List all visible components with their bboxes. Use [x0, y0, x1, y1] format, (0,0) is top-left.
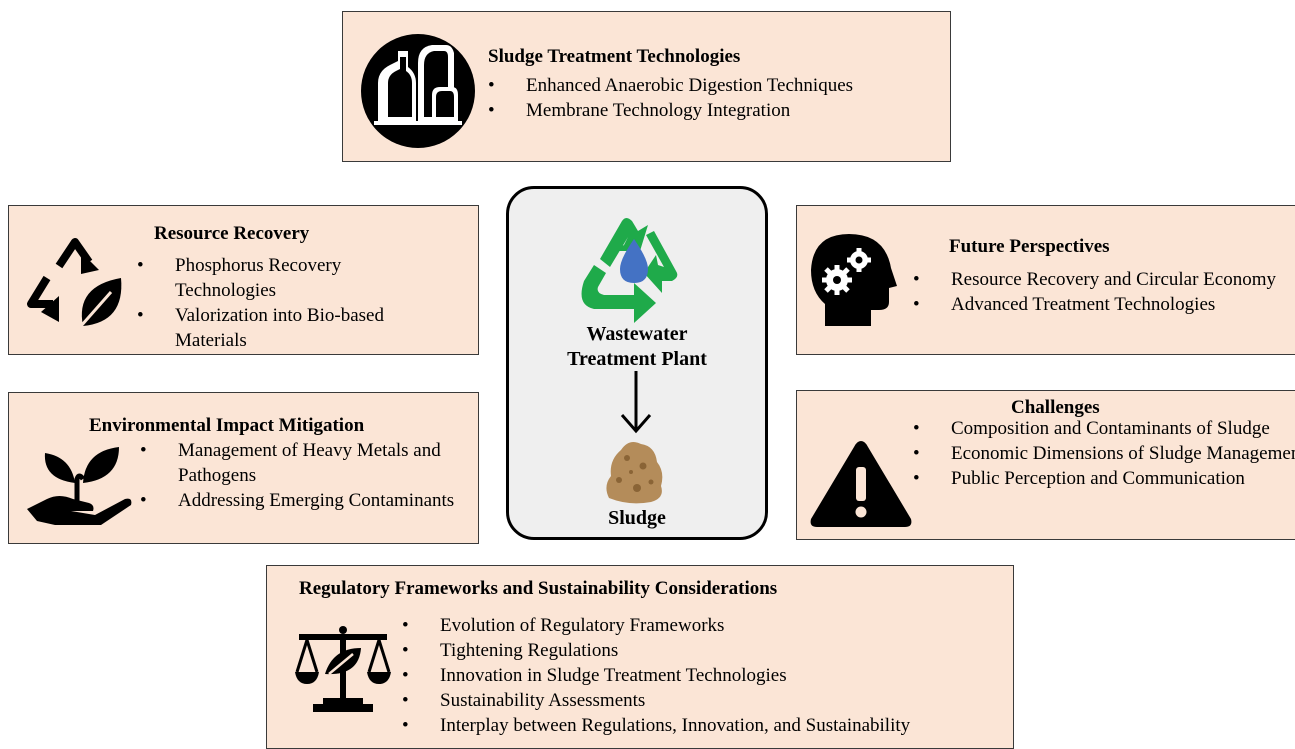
- list-item: Advanced Treatment Technologies: [913, 292, 1295, 317]
- warning-icon: [810, 441, 912, 527]
- list-item: Composition and Contaminants of Sludge: [913, 416, 1295, 441]
- environmental-impact-title: Environmental Impact Mitigation: [89, 415, 365, 436]
- list-item: Public Perception and Communication: [913, 466, 1295, 491]
- head-gears-icon: [811, 234, 897, 326]
- sludge-treatment-title: Sludge Treatment Technologies: [488, 46, 741, 67]
- list-item: Addressing Emerging Contaminants: [140, 488, 470, 513]
- factory-icon: [361, 34, 475, 148]
- recycle-water-icon: [581, 218, 678, 323]
- plant-label-line2: Treatment Plant: [567, 348, 707, 370]
- challenges-box: Challenges Composition and Contaminants …: [796, 390, 1295, 540]
- list-item: Sustainability Assessments: [402, 688, 1012, 713]
- list-item: Innovation in Sludge Treatment Technolog…: [402, 663, 1012, 688]
- regulatory-title: Regulatory Frameworks and Sustainability…: [299, 578, 778, 599]
- regulatory-list: Evolution of Regulatory Frameworks Tight…: [402, 613, 1012, 738]
- future-perspectives-title: Future Perspectives: [949, 236, 1110, 257]
- sludge-treatment-list: Enhanced Anaerobic Digestion Techniques …: [488, 73, 938, 123]
- resource-recovery-list: Phosphorus Recovery Technologies Valoriz…: [137, 253, 437, 353]
- environmental-impact-box: Environmental Impact Mitigation Manageme…: [8, 392, 479, 544]
- list-item: Tightening Regulations: [402, 638, 1012, 663]
- list-item: Phosphorus Recovery Technologies: [137, 253, 437, 303]
- future-perspectives-box: Future Perspectives Resource Recovery an…: [796, 205, 1295, 355]
- challenges-title: Challenges: [1011, 397, 1100, 418]
- challenges-list: Composition and Contaminants of Sludge E…: [913, 416, 1295, 491]
- list-item: Enhanced Anaerobic Digestion Techniques: [488, 73, 938, 98]
- sludge-treatment-box: Sludge Treatment Technologies Enhanced A…: [342, 11, 951, 162]
- regulatory-box: Regulatory Frameworks and Sustainability…: [266, 565, 1014, 749]
- environmental-impact-list: Management of Heavy Metals and Pathogens…: [140, 438, 470, 513]
- list-item: Membrane Technology Integration: [488, 98, 938, 123]
- recycle-leaf-icon: [27, 238, 122, 327]
- list-item: Valorization into Bio-based Materials: [137, 303, 437, 353]
- hand-plant-icon: [27, 447, 132, 525]
- sludge-pile-icon: [606, 442, 663, 504]
- list-item: Management of Heavy Metals and Pathogens: [140, 438, 470, 488]
- scale-leaf-icon: [295, 626, 391, 712]
- arrow-down-icon: [620, 371, 652, 434]
- future-perspectives-list: Resource Recovery and Circular Economy A…: [913, 267, 1295, 317]
- list-item: Evolution of Regulatory Frameworks: [402, 613, 1012, 638]
- list-item: Economic Dimensions of Sludge Management: [913, 441, 1295, 466]
- resource-recovery-box: Resource Recovery Phosphorus Recovery Te…: [8, 205, 479, 355]
- list-item: Interplay between Regulations, Innovatio…: [402, 713, 1012, 738]
- list-item: Resource Recovery and Circular Economy: [913, 267, 1295, 292]
- plant-label-line1: Wastewater: [586, 323, 688, 345]
- resource-recovery-title: Resource Recovery: [154, 223, 310, 244]
- sludge-label: Sludge: [608, 507, 666, 529]
- wastewater-plant-panel: Wastewater Treatment Plant Sludge: [506, 186, 768, 540]
